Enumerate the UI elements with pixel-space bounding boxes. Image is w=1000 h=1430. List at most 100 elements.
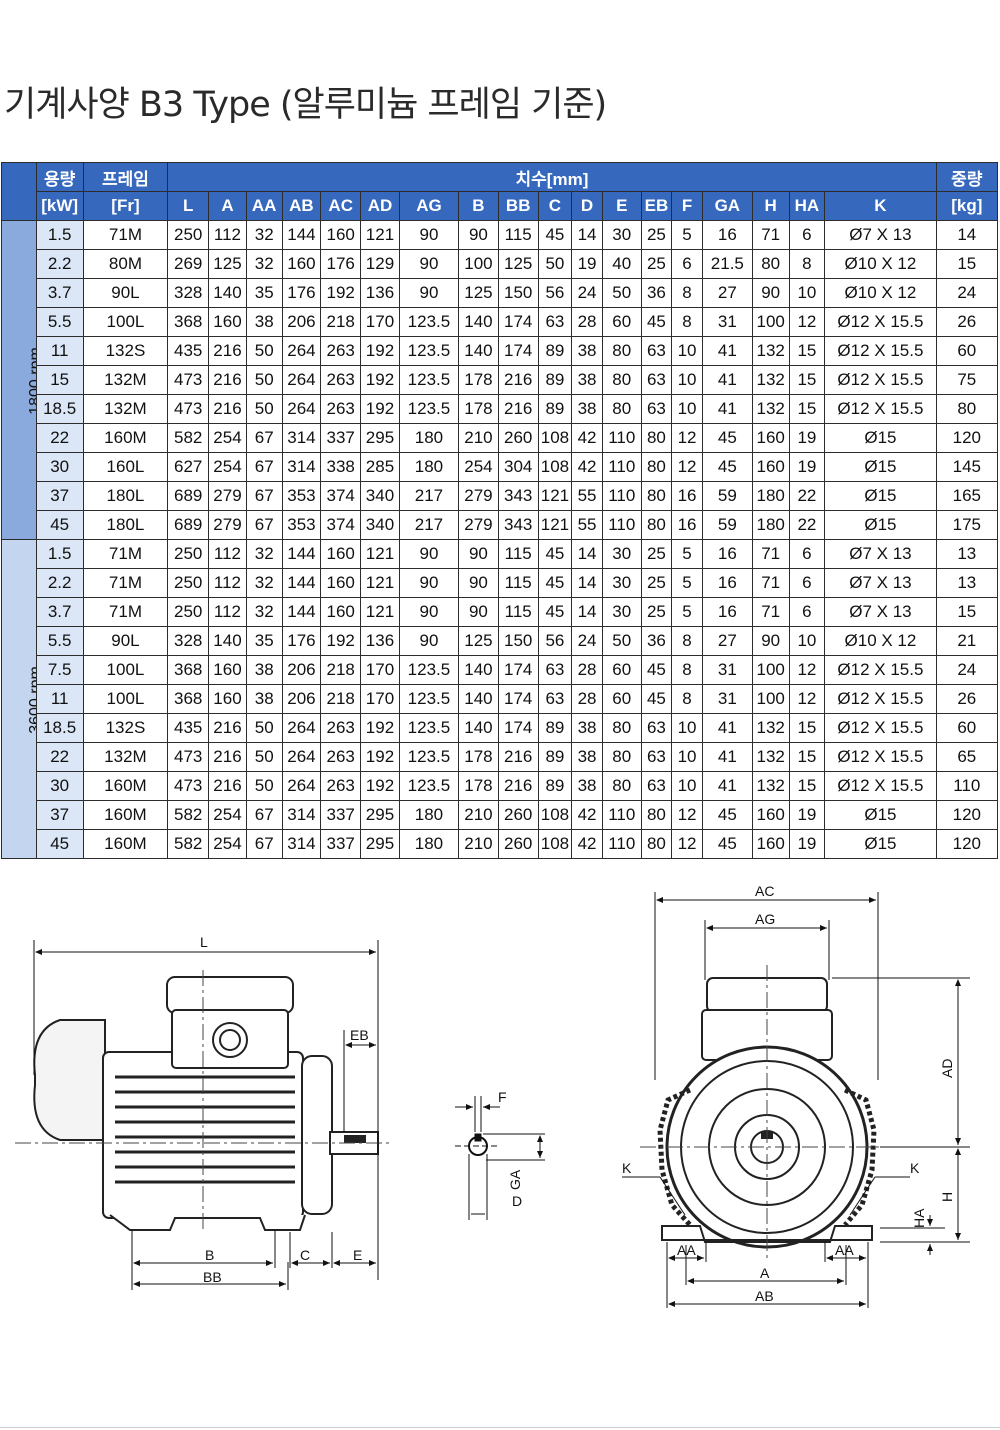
dimension-cell: 582 [167, 800, 210, 830]
rpm-label: 3600 rpm [26, 666, 37, 734]
dimension-cell: 38 [571, 713, 603, 743]
weight-cell: 120 [935, 423, 999, 453]
dimension-cell: 60 [601, 684, 642, 714]
dimension-cell: 123.5 [398, 713, 460, 743]
dimension-cell: 63 [640, 365, 673, 395]
dimension-cell: 279 [208, 481, 247, 511]
dimension-cell: 6 [671, 249, 703, 279]
dimension-cell: 42 [571, 829, 603, 859]
dimension-cell: 174 [497, 336, 539, 366]
dimension-cell: Ø10 X 12 [824, 278, 937, 308]
dimension-cell: 14 [571, 568, 603, 598]
capacity-cell: 18.5 [35, 394, 84, 424]
dimension-cell: 80 [640, 510, 673, 540]
dimension-cell: 108 [537, 829, 573, 859]
dimension-cell: 160 [208, 684, 247, 714]
dimension-cell: Ø7 X 13 [824, 539, 937, 569]
dim-header-ha: HA [788, 191, 826, 221]
dimension-cell: 63 [640, 713, 673, 743]
dimension-cell: 38 [571, 771, 603, 801]
dimension-cell: 304 [497, 452, 539, 482]
dimension-cell: 19 [788, 800, 826, 830]
dimension-cell: 176 [281, 278, 322, 308]
dimension-cell: 178 [458, 742, 499, 772]
dim-D: D [512, 1193, 522, 1209]
dimension-cell: 45 [537, 597, 573, 627]
dimension-cell: 108 [537, 452, 573, 482]
dimension-cell: 90 [751, 626, 790, 656]
dimension-cell: 16 [701, 539, 753, 569]
frame-cell: 100L [82, 684, 169, 714]
dimension-cell: 71 [751, 597, 790, 627]
dimension-cell: 63 [537, 655, 573, 685]
dimension-cell: 140 [458, 336, 499, 366]
dimension-cell: 132 [751, 394, 790, 424]
dimension-cell: 582 [167, 423, 210, 453]
dim-header-b: B [458, 191, 499, 221]
col-dimensions: 치수[mm] [167, 162, 937, 192]
frame-cell: 180L [82, 510, 169, 540]
dimension-cell: 63 [640, 336, 673, 366]
dimension-cell: 140 [458, 307, 499, 337]
dimension-cell: 295 [360, 829, 400, 859]
dimension-cell: 16 [701, 597, 753, 627]
dimension-cell: 121 [360, 568, 400, 598]
dimension-cell: 45 [701, 452, 753, 482]
dimension-cell: 31 [701, 307, 753, 337]
dimension-cell: 80 [640, 800, 673, 830]
dim-header-c: C [537, 191, 573, 221]
dimension-cell: 192 [320, 278, 362, 308]
dimension-cell: 38 [245, 655, 283, 685]
dimension-cell: 689 [167, 510, 210, 540]
dimension-cell: 264 [281, 336, 322, 366]
dimension-cell: 90 [458, 568, 499, 598]
frame-cell: 132M [82, 365, 169, 395]
dimension-cell: 112 [208, 568, 247, 598]
dimension-cell: 473 [167, 771, 210, 801]
dimension-cell: 89 [537, 771, 573, 801]
dimension-cell: 123.5 [398, 684, 460, 714]
dimension-cell: 56 [537, 626, 573, 656]
dimension-cell: 210 [458, 423, 499, 453]
frame-cell: 160M [82, 771, 169, 801]
dim-BB: BB [203, 1269, 222, 1285]
dimension-cell: 170 [360, 655, 400, 685]
dimension-cell: 63 [537, 307, 573, 337]
dimension-cell: 132 [751, 365, 790, 395]
dimension-cell: 285 [360, 452, 400, 482]
capacity-cell: 37 [35, 481, 84, 511]
dimension-cell: 125 [458, 626, 499, 656]
dimension-cell: 132 [751, 336, 790, 366]
dimension-cell: 60 [601, 655, 642, 685]
dimension-cell: 121 [360, 220, 400, 250]
dimension-cell: 217 [398, 510, 460, 540]
dimension-cell: 31 [701, 655, 753, 685]
dimension-cell: 12 [671, 452, 703, 482]
dim-header-ab: AB [281, 191, 322, 221]
dimension-cell: 90 [398, 249, 460, 279]
dimension-cell: 22 [788, 510, 826, 540]
weight-cell: 120 [935, 800, 999, 830]
dimension-cell: 90 [751, 278, 790, 308]
dimension-cell: 8 [788, 249, 826, 279]
dimension-cell: 343 [497, 481, 539, 511]
dimension-cell: 295 [360, 423, 400, 453]
dimension-cell: 435 [167, 336, 210, 366]
dimension-cell: 42 [571, 452, 603, 482]
dimension-cell: 374 [320, 481, 362, 511]
capacity-cell: 22 [35, 742, 84, 772]
capacity-cell: 11 [35, 684, 84, 714]
dimension-cell: 110 [601, 800, 642, 830]
capacity-cell: 15 [35, 365, 84, 395]
dimension-cell: 279 [458, 481, 499, 511]
dimension-cell: 50 [245, 336, 283, 366]
dimension-cell: 90 [398, 626, 460, 656]
